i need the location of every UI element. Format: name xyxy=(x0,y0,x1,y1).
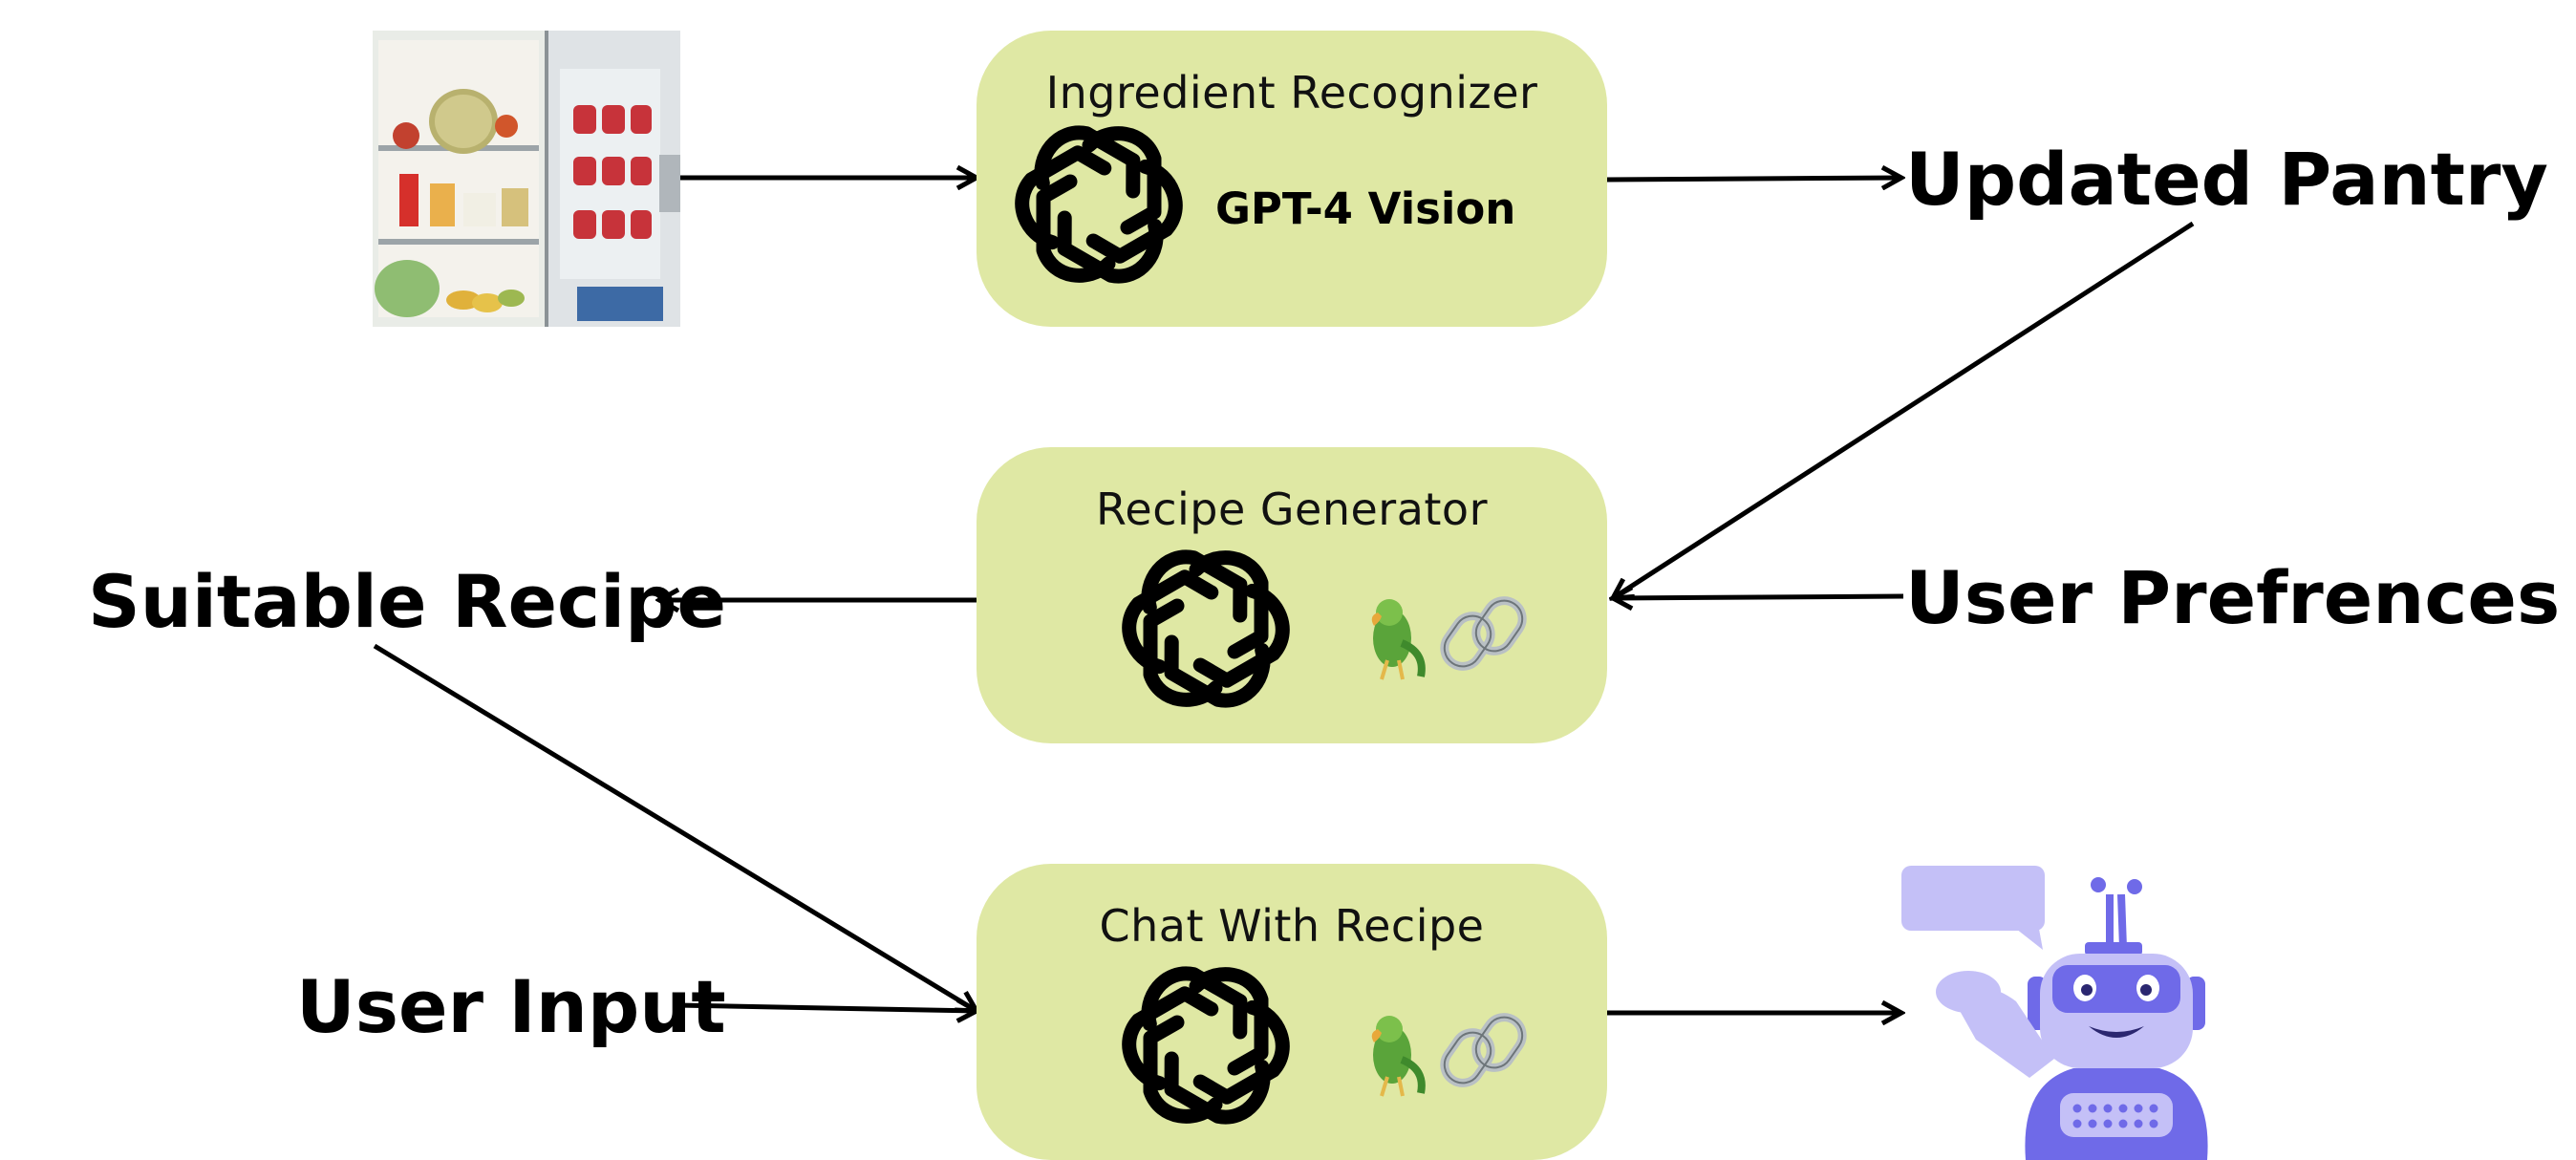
arrow-recognizer-to-pantry xyxy=(1606,178,1901,180)
suitable-recipe-label: Suitable Recipe xyxy=(88,559,727,644)
box-title: Recipe Generator xyxy=(1096,483,1488,535)
openai-logo-icon xyxy=(1120,959,1292,1131)
openai-logo-icon xyxy=(1013,118,1185,290)
openai-logo-icon xyxy=(1120,543,1292,715)
chat-with-recipe-box: Chat With Recipe xyxy=(977,864,1607,1160)
arrow-pantry-to-generator xyxy=(1613,221,2195,598)
arrow-preferences-to-generator xyxy=(1613,596,1904,598)
ingredient-recognizer-box: Ingredient Recognizer GPT-4 Vision xyxy=(977,31,1607,327)
user-preferences-label: User Prefrences xyxy=(1905,555,2561,640)
model-label: GPT-4 Vision xyxy=(1215,183,1516,234)
parrot-chain-icon xyxy=(1371,1013,1527,1097)
user-input-label: User Input xyxy=(296,964,726,1049)
robot-chatbot-icon xyxy=(1901,866,2208,1160)
box-title: Ingredient Recognizer xyxy=(1045,67,1538,118)
arrow-recipe-to-chat xyxy=(373,643,977,1011)
arrow-input-to-chat xyxy=(676,1005,977,1011)
box-title: Chat With Recipe xyxy=(1099,900,1485,952)
updated-pantry-label: Updated Pantry xyxy=(1905,137,2548,222)
fridge-photo xyxy=(373,31,680,327)
parrot-chain-icon xyxy=(1371,596,1527,680)
recipe-generator-box: Recipe Generator xyxy=(977,447,1607,743)
